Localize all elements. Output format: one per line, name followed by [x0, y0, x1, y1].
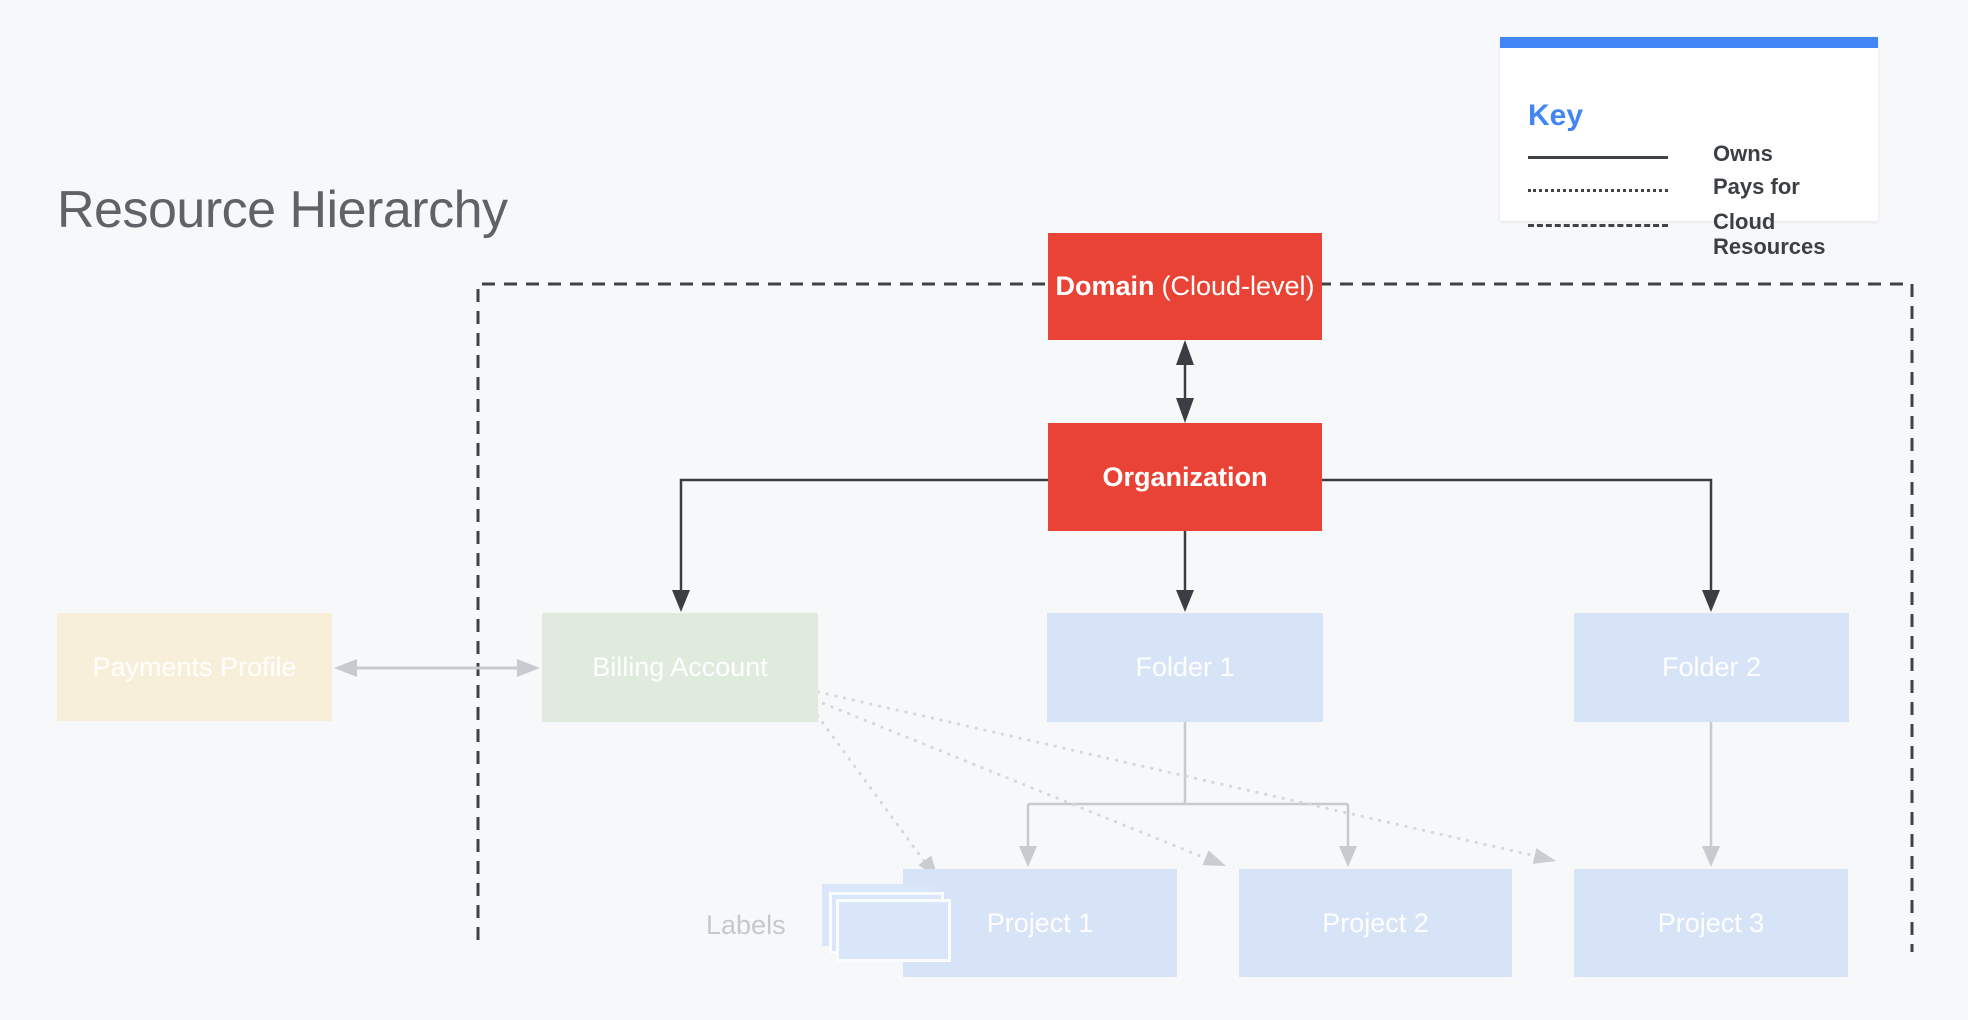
node-folder-2: Folder 2 [1574, 613, 1849, 722]
gray-arrowheads [1019, 846, 1720, 867]
arrowhead-icon [1202, 850, 1226, 866]
pays-for-connectors [810, 690, 1542, 863]
arrowhead-left-icon [334, 659, 357, 677]
arrowhead-right-icon [517, 659, 540, 677]
dotted-line-sample [1528, 189, 1668, 192]
node-billing-account: Billing Account [542, 613, 818, 722]
node-payments-profile: Payments Profile [57, 613, 332, 721]
arrowhead-down-icon [1019, 846, 1037, 867]
arrowhead-down-icon [1176, 398, 1194, 423]
domain-label-rest: (Cloud-level) [1161, 271, 1315, 301]
labels-caption: Labels [706, 910, 786, 940]
node-folder-1: Folder 1 [1047, 613, 1323, 722]
node-organization: Organization [1048, 423, 1322, 531]
arrowhead-down-icon [1339, 846, 1357, 867]
labels-cards-icon [822, 884, 952, 964]
legend-heading: Key [1528, 99, 1584, 132]
arrowhead-down-icon [1176, 590, 1194, 612]
legend-item-pays-for: Pays for [1713, 174, 1800, 199]
arrowhead-down-icon [672, 590, 690, 612]
arrowhead-icon [1532, 848, 1556, 864]
node-project-2: Project 2 [1239, 869, 1512, 977]
arrowhead-down-icon [1702, 846, 1720, 867]
legend-item-owns: Owns [1713, 141, 1773, 166]
billing-project3-dotted [816, 690, 1542, 859]
domain-label-bold: Domain [1055, 271, 1155, 301]
org-billing-link [679, 478, 1048, 596]
solid-line-sample [1528, 156, 1668, 159]
legend-panel: Key Owns Pays for Cloud Resources [1500, 37, 1878, 259]
node-project-3: Project 3 [1574, 869, 1848, 977]
owns-arrowheads [672, 340, 1720, 612]
billing-project1-dotted [810, 706, 926, 863]
folder-project-connectors [1026, 722, 1713, 852]
pays-for-arrowheads [918, 848, 1556, 878]
legend-item-cloud-resources: Cloud Resources [1713, 209, 1826, 260]
arrowhead-up-icon [1176, 340, 1194, 365]
legend-accent-bar [1500, 37, 1878, 48]
billing-project2-dotted [813, 698, 1212, 862]
folder1-branch [1026, 722, 1350, 852]
page-title: Resource Hierarchy [57, 181, 508, 239]
payments-billing-link [334, 659, 540, 677]
node-domain: Domain (Cloud-level) [1048, 233, 1322, 340]
dashed-line-sample [1528, 224, 1668, 227]
arrowhead-down-icon [1702, 590, 1720, 612]
org-folder2-link [1322, 478, 1713, 596]
card-front [836, 899, 951, 962]
